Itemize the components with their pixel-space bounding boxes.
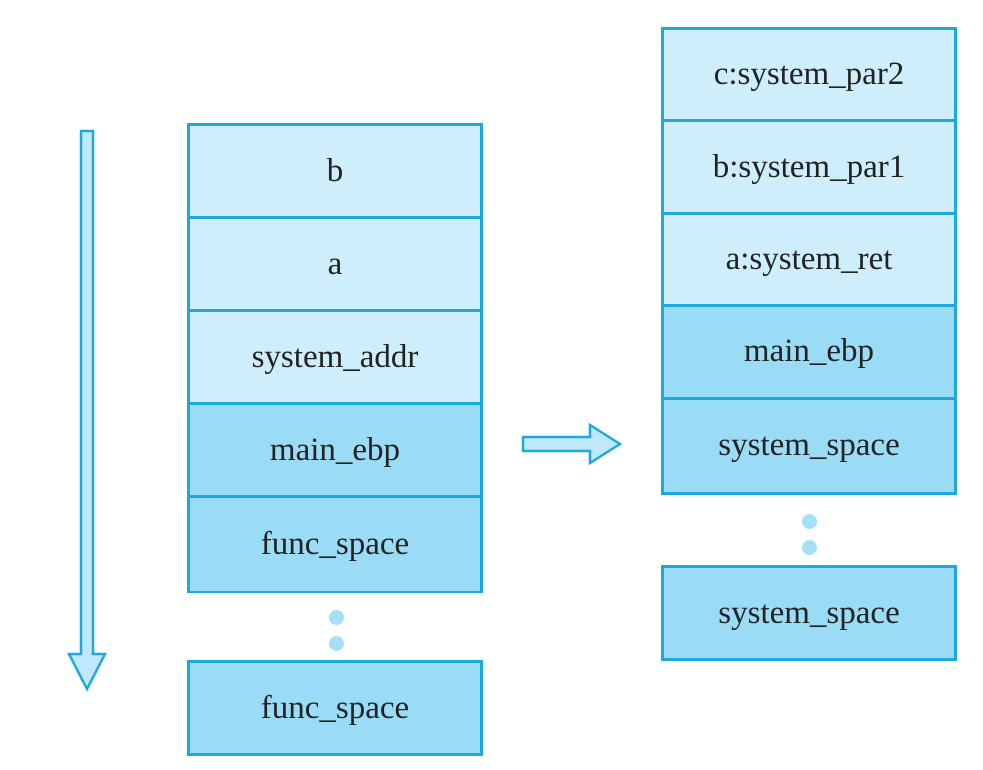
right-bottom-block: system_space <box>661 565 957 661</box>
left-stack-cell-b: b <box>190 126 480 219</box>
left-bottom-func-space: func_space <box>190 663 480 753</box>
left-stack-cell-main-ebp: main_ebp <box>190 405 480 498</box>
left-stack-cell-a: a <box>190 219 480 312</box>
left-stack-cell-func-space: func_space <box>190 498 480 591</box>
right-stack-cell-c-system-par2: c:system_par2 <box>664 30 954 123</box>
right-bottom-system-space: system_space <box>664 568 954 658</box>
left-ellipsis-dot-bottom <box>329 636 344 651</box>
right-stack-cell-a-system-ret: a:system_ret <box>664 214 954 308</box>
down-arrow-shape <box>66 129 108 692</box>
right-stack-frame: c:system_par2 b:system_par1 a:system_ret… <box>661 27 957 495</box>
right-stack-cell-main-ebp: main_ebp <box>664 307 954 400</box>
left-ellipsis-dot-top <box>329 610 344 625</box>
right-stack-cell-b-system-par1: b:system_par1 <box>664 122 954 215</box>
right-arrow-shape <box>521 422 623 466</box>
left-bottom-block: func_space <box>187 660 483 756</box>
right-ellipsis-dot-bottom <box>802 540 817 555</box>
right-stack-cell-system-space: system_space <box>664 399 954 492</box>
left-stack-cell-system-addr: system_addr <box>190 312 480 405</box>
left-stack-frame: b a system_addr main_ebp func_space <box>187 123 483 593</box>
right-ellipsis-dot-top <box>802 514 817 529</box>
